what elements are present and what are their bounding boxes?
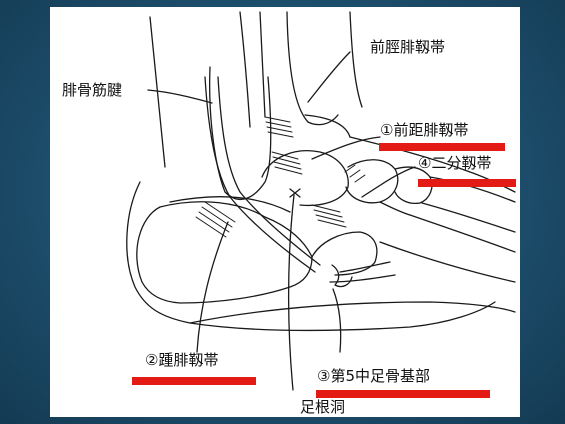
metatarsal-4	[380, 242, 515, 282]
talus	[262, 151, 348, 206]
calcaneofibular-ligament-hatching	[196, 202, 235, 237]
highlight-bar-atfl	[379, 143, 505, 151]
tibia-outline	[240, 12, 250, 127]
calcaneus	[137, 202, 312, 303]
sole-line	[190, 302, 515, 323]
highlight-bar-calcaneofibular	[132, 377, 256, 385]
tibia-inner	[260, 12, 265, 117]
highlight-bar-fifth-metatarsal	[316, 390, 490, 398]
sinus-tarsi-marker	[290, 189, 300, 197]
pointer-atfl	[312, 137, 380, 159]
label-atfl: ①前距腓靱帯	[380, 123, 468, 138]
bifurcate-ligament-hatching	[312, 205, 346, 227]
anterior-tibiofibular-ligament-hatching	[265, 117, 293, 137]
tibia-front	[287, 12, 338, 125]
cuneiform-line	[380, 202, 410, 215]
pointer-calcaneofibular	[197, 222, 228, 352]
fifth-metatarsal-base	[332, 265, 352, 287]
highlight-bar-bifurcate	[418, 179, 516, 187]
pointer-bifurcate	[362, 167, 415, 197]
pointer-anterior-tibiofibular	[308, 52, 350, 102]
shin-outline	[350, 12, 362, 107]
label-bifurcate-ligament: ④二分靱帯	[418, 156, 491, 171]
label-anterior-tibiofibular-ligament: 前脛腓靱帯	[370, 40, 445, 55]
metatarsal-2	[422, 203, 515, 232]
atfl-hatching	[272, 152, 302, 174]
talus-dome	[305, 115, 350, 137]
label-sinus-tarsi: 足根洞	[300, 400, 345, 415]
pointer-fifth-metatarsal	[333, 289, 341, 352]
metatarsal-5-bottom	[330, 275, 395, 282]
diagram-slide: 腓骨筋腱 前脛腓靱帯 ①前距腓靱帯 ④二分靱帯 ②踵腓靱帯 ③第5中足骨基部 足…	[50, 7, 520, 417]
cuboid	[312, 232, 377, 275]
pointer-sinus-tarsi	[289, 195, 294, 390]
label-calcaneofibular-ligament: ②踵腓靱帯	[145, 353, 218, 368]
label-peroneus-tendon: 腓骨筋腱	[62, 83, 122, 98]
label-fifth-metatarsal-base: ③第5中足骨基部	[317, 369, 430, 384]
ankle-ligament-illustration	[50, 7, 520, 417]
metatarsal-3	[410, 215, 515, 252]
